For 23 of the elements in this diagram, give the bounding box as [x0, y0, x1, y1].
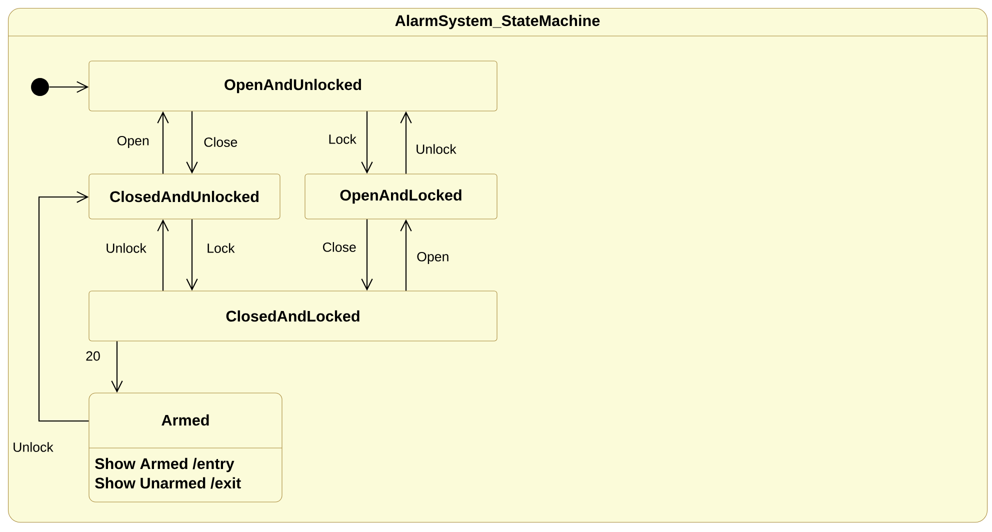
- initial-state-dot: [31, 78, 49, 96]
- transition-arrow: [186, 219, 198, 291]
- transition-arrow: [361, 219, 373, 291]
- transition-arrow: [361, 111, 373, 174]
- transition-arrow: [157, 219, 169, 291]
- edge-label: Unlock: [104, 242, 148, 254]
- edge-label: Open: [115, 134, 151, 150]
- edge-label: Unlock: [414, 142, 458, 156]
- edge-label: Open: [415, 250, 451, 266]
- edge-label: 20: [84, 350, 102, 362]
- state-box: ClosedAndUnlocked: [88, 174, 280, 220]
- transition-arrow: [400, 219, 412, 291]
- transition-arrow: [400, 111, 412, 174]
- composite-state-box: Armed Show Armed /entry Show Unarmed /exit: [88, 392, 282, 502]
- state-box: OpenAndLocked: [304, 174, 498, 220]
- transition-arrow: [49, 81, 89, 93]
- transition-arrow: [186, 111, 198, 174]
- edge-label: Unlock: [11, 440, 55, 454]
- transition-arrow: [38, 191, 89, 422]
- transition-arrow: [157, 111, 169, 174]
- state-box: ClosedAndLocked: [88, 290, 498, 342]
- transition-arrow: [111, 341, 123, 393]
- state-box: OpenAndUnlocked: [88, 60, 498, 112]
